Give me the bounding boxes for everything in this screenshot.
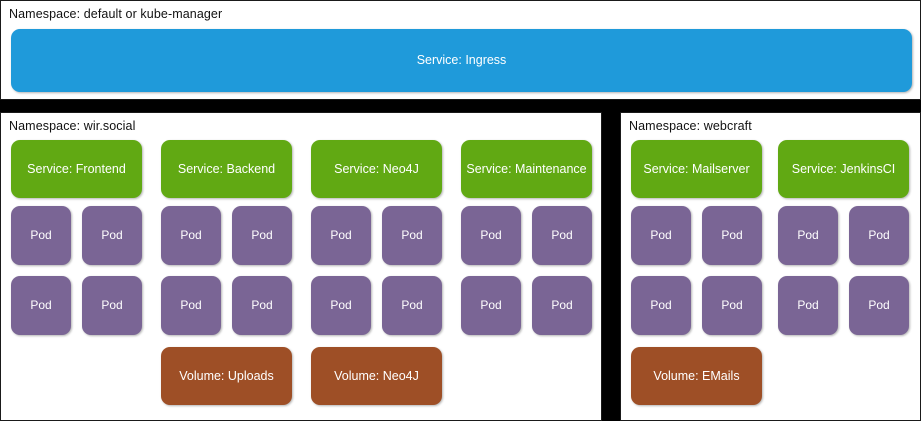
volume-neo4j[interactable]: Volume: Neo4J bbox=[311, 347, 442, 405]
volume-uploads[interactable]: Volume: Uploads bbox=[161, 347, 292, 405]
pod-mailserver-4[interactable]: Pod bbox=[702, 276, 762, 335]
pod-mailserver-3[interactable]: Pod bbox=[631, 276, 691, 335]
pod-maintenance-3[interactable]: Pod bbox=[461, 276, 521, 335]
namespace-label-default: Namespace: default or kube-manager bbox=[9, 7, 223, 21]
pod-neo4j-3[interactable]: Pod bbox=[311, 276, 371, 335]
pod-mailserver-2[interactable]: Pod bbox=[702, 206, 762, 265]
service-backend[interactable]: Service: Backend bbox=[161, 140, 292, 198]
pod-frontend-4[interactable]: Pod bbox=[82, 276, 142, 335]
volume-emails[interactable]: Volume: EMails bbox=[631, 347, 762, 405]
pod-neo4j-2[interactable]: Pod bbox=[382, 206, 442, 265]
namespace-panel-webcraft: Namespace: webcraft Service: Mailserver … bbox=[620, 112, 921, 421]
namespace-panel-wir-social: Namespace: wir.social Service: Frontend … bbox=[0, 112, 602, 421]
namespace-panel-default: Namespace: default or kube-manager Servi… bbox=[0, 0, 921, 100]
pod-jenkinsci-3[interactable]: Pod bbox=[778, 276, 838, 335]
namespace-label-wir-social: Namespace: wir.social bbox=[9, 119, 136, 133]
pod-maintenance-2[interactable]: Pod bbox=[532, 206, 592, 265]
pod-neo4j-1[interactable]: Pod bbox=[311, 206, 371, 265]
pod-neo4j-4[interactable]: Pod bbox=[382, 276, 442, 335]
pod-jenkinsci-4[interactable]: Pod bbox=[849, 276, 909, 335]
service-mailserver[interactable]: Service: Mailserver bbox=[631, 140, 762, 198]
namespace-label-webcraft: Namespace: webcraft bbox=[629, 119, 752, 133]
service-frontend[interactable]: Service: Frontend bbox=[11, 140, 142, 198]
pod-jenkinsci-2[interactable]: Pod bbox=[849, 206, 909, 265]
pod-frontend-1[interactable]: Pod bbox=[11, 206, 71, 265]
pod-backend-2[interactable]: Pod bbox=[232, 206, 292, 265]
pod-maintenance-4[interactable]: Pod bbox=[532, 276, 592, 335]
pod-maintenance-1[interactable]: Pod bbox=[461, 206, 521, 265]
service-ingress[interactable]: Service: Ingress bbox=[11, 29, 912, 92]
service-neo4j[interactable]: Service: Neo4J bbox=[311, 140, 442, 198]
pod-frontend-2[interactable]: Pod bbox=[82, 206, 142, 265]
pod-backend-3[interactable]: Pod bbox=[161, 276, 221, 335]
pod-frontend-3[interactable]: Pod bbox=[11, 276, 71, 335]
pod-backend-4[interactable]: Pod bbox=[232, 276, 292, 335]
service-maintenance[interactable]: Service: Maintenance bbox=[461, 140, 592, 198]
service-jenkinsci[interactable]: Service: JenkinsCI bbox=[778, 140, 909, 198]
pod-backend-1[interactable]: Pod bbox=[161, 206, 221, 265]
pod-jenkinsci-1[interactable]: Pod bbox=[778, 206, 838, 265]
pod-mailserver-1[interactable]: Pod bbox=[631, 206, 691, 265]
